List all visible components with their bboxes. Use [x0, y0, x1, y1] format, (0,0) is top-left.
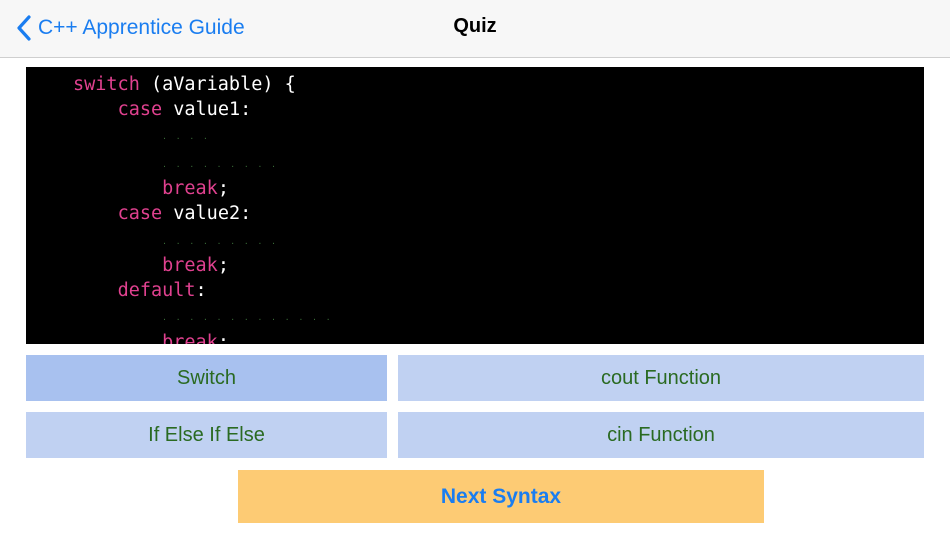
code-blurred-text: . . . . . . . . . — [162, 236, 278, 246]
code-blurred-text: . . . . — [162, 132, 210, 142]
code-keyword: switch — [73, 74, 140, 95]
code-keyword: break — [162, 255, 218, 277]
code-keyword: break — [162, 331, 218, 344]
answer-if-else-button[interactable]: If Else If Else — [26, 412, 387, 458]
code-keyword: case — [117, 98, 163, 120]
answer-cout-function-button[interactable]: cout Function — [398, 355, 924, 401]
navigation-bar: C++ Apprentice Guide Quiz — [0, 0, 950, 58]
page-title: Quiz — [453, 15, 497, 37]
next-syntax-button[interactable]: Next Syntax — [238, 470, 764, 523]
code-text: ; — [217, 331, 229, 344]
code-text: ; — [217, 178, 229, 200]
code-text: : — [195, 279, 207, 301]
code-text: ; — [217, 255, 229, 277]
answer-switch-button[interactable]: Switch — [26, 355, 387, 401]
back-button[interactable]: C++ Apprentice Guide — [14, 12, 245, 44]
chevron-left-icon — [17, 15, 31, 41]
code-keyword: default — [117, 279, 196, 301]
code-snippet-image: switch (aVariable) { case value1: . . . … — [26, 67, 924, 344]
code-text: value2: — [162, 202, 252, 224]
code-keyword: break — [162, 178, 218, 200]
code-blurred-text: . . . . . . . . . — [162, 159, 278, 169]
back-label: C++ Apprentice Guide — [38, 16, 245, 39]
code-blurred-text: . . . . . . . . . . . . . — [162, 313, 333, 323]
code-text: (aVariable) { — [139, 74, 296, 95]
answer-cin-function-button[interactable]: cin Function — [398, 412, 924, 458]
code-keyword: case — [117, 202, 163, 224]
code-text: value1: — [162, 98, 252, 120]
